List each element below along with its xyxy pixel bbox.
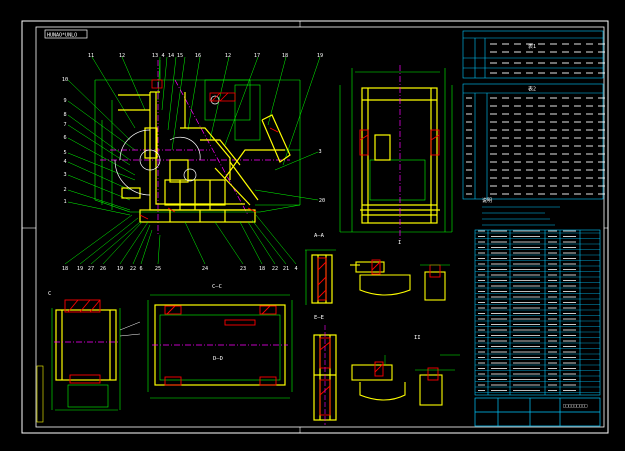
svg-text:16: 16	[195, 53, 201, 59]
svg-text:14: 14	[168, 53, 174, 59]
svg-text:2: 2	[63, 187, 66, 193]
notes-title: 说明	[482, 197, 492, 204]
section-cc-label: C—C	[212, 284, 222, 290]
svg-text:20: 20	[319, 198, 325, 204]
title-tag-text: HUNAO*UNLO	[47, 33, 77, 39]
title-block	[474, 397, 601, 427]
svg-text:5: 5	[63, 150, 66, 156]
view-ii-label: II	[414, 335, 421, 341]
svg-text:3: 3	[318, 149, 321, 155]
svg-text:4: 4	[63, 159, 66, 165]
view-i-label: I	[398, 240, 401, 246]
svg-text:21: 21	[283, 266, 289, 272]
sheet-outer-frame	[21, 20, 609, 434]
section-aa: A—A	[305, 233, 336, 305]
svg-text:18: 18	[259, 266, 265, 272]
detail-views: II	[350, 259, 460, 406]
svg-text:3: 3	[63, 172, 66, 178]
svg-text:11: 11	[88, 53, 94, 59]
svg-text:4: 4	[161, 53, 164, 59]
section-dd-label: D—D	[213, 356, 223, 362]
view-c-label: C	[48, 291, 51, 297]
section-cc: C—C D—D	[147, 284, 293, 399]
svg-text:10: 10	[62, 77, 68, 83]
parts-list	[474, 229, 601, 396]
svg-text:18: 18	[282, 53, 288, 59]
drawing-title: □□□□□□□□□	[563, 404, 588, 409]
table-2	[462, 83, 604, 200]
svg-text:23: 23	[240, 266, 246, 272]
section-aa-label: A—A	[314, 233, 325, 239]
svg-text:24: 24	[202, 266, 208, 272]
svg-text:26: 26	[100, 266, 106, 272]
svg-text:19: 19	[117, 266, 123, 272]
svg-text:4: 4	[294, 266, 297, 272]
section-ee-label: E—E	[314, 315, 324, 321]
svg-text:27: 27	[88, 266, 94, 272]
svg-text:9: 9	[63, 98, 66, 104]
svg-text:18: 18	[62, 266, 68, 272]
svg-text:6: 6	[63, 135, 66, 141]
main-assembly-view: 11 12 13 4 14 15 16 12 17 18 19 10 9 8 7…	[62, 53, 325, 272]
svg-text:8: 8	[63, 112, 66, 118]
svg-text:13: 13	[152, 53, 158, 59]
table-1	[462, 30, 604, 79]
svg-text:6: 6	[139, 266, 142, 272]
svg-text:19: 19	[317, 53, 323, 59]
svg-text:1: 1	[63, 199, 66, 205]
sheet-inner-frame	[35, 26, 605, 428]
view-i: I	[339, 65, 453, 246]
svg-text:19: 19	[77, 266, 83, 272]
svg-text:7: 7	[63, 122, 66, 128]
table-2-title: 表2	[528, 86, 536, 93]
svg-text:17: 17	[254, 53, 260, 59]
view-c: C	[48, 291, 141, 411]
svg-text:12: 12	[119, 53, 125, 59]
table-1-title: 表1	[528, 43, 536, 50]
section-ee: E—E	[313, 315, 337, 425]
svg-text:15: 15	[177, 53, 183, 59]
svg-text:22: 22	[130, 266, 136, 272]
svg-text:22: 22	[272, 266, 278, 272]
svg-text:25: 25	[155, 266, 161, 272]
left-strip	[36, 365, 44, 423]
notes-block: 说明	[482, 197, 560, 226]
svg-text:12: 12	[225, 53, 231, 59]
title-tag: HUNAO*UNLO	[44, 29, 88, 39]
